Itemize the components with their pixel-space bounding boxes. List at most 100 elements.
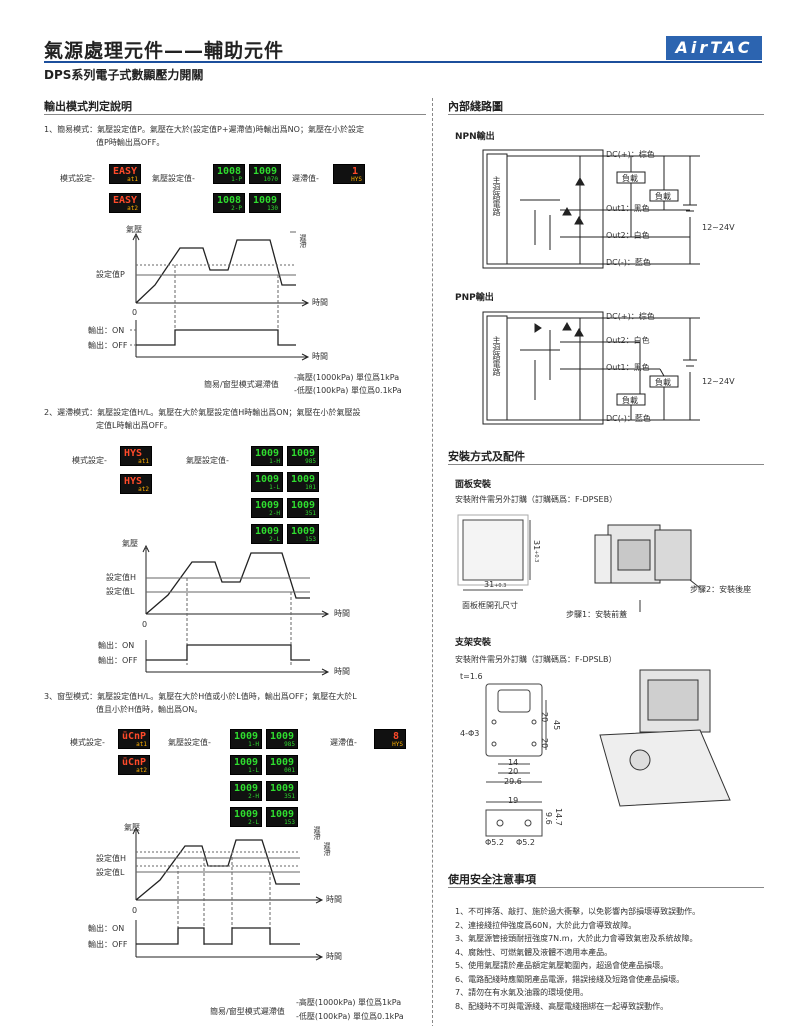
npn-load-1-label: 負載 [622, 174, 638, 183]
mode1-pressure-curve [135, 239, 296, 304]
bracket-phi-1: Φ5.2 [485, 838, 505, 847]
mode3-time-label: 時間 [326, 895, 342, 904]
pnp-circuit-box [482, 311, 604, 425]
panel-mount-title: 面板安裝 [455, 480, 492, 490]
bracket-holes: 4-Φ3 [460, 729, 480, 738]
pnp-dc-minus: DC(-)：藍色 [606, 414, 651, 423]
bracket-phi-2: Φ5.2 [516, 838, 536, 847]
mode3-out-on: 輸出：ON [88, 924, 125, 933]
safety-item: 1、不可摔落、敲打、施於過大衝擊，以免影響內部損壞導致誤動作。 [455, 907, 701, 916]
column-divider [432, 98, 433, 1026]
npn-voltage: 12~24V [702, 223, 735, 232]
section-title-install: 安裝方式及配件 [448, 450, 525, 463]
panel-step1: 步驟1：安裝前蓋 [566, 610, 628, 619]
pnp-out1: Out1：黑色 [606, 363, 650, 372]
mode2-mode-label: 模式設定- [72, 456, 107, 465]
mode3-hyst-label: 遲滯值- [330, 738, 357, 747]
mode1-note-title: 簡易/窗型模式遲滯值 [204, 380, 279, 389]
bracket-mount-desc: 安裝附件需另外訂購（訂購碼爲：F-DPSLB） [455, 655, 617, 664]
safety-item: 6、電路配綫時應關閉產品電源，錯誤接綫及短路會使產品損壞。 [455, 974, 685, 984]
safety-item: 4、腐蝕性、可燃氣體及液體不適用本產品。 [455, 947, 613, 957]
safety-item: 8、配綫時不可與電源綫、高壓電綫捆綁在一起導致誤動作。 [455, 1001, 669, 1011]
mode3-note-low: -低壓(100kPa) 單位爲0.1kPa [296, 1012, 404, 1021]
bracket-dim-20b: 20 [540, 738, 549, 749]
bracket-dim-45: 45 [552, 720, 561, 731]
mode3-note-title: 簡易/窗型模式遲滯值 [210, 1007, 285, 1016]
mode1-desc-line2: 值P時輸出爲OFF。 [96, 138, 165, 147]
mode3-desc-line2: 值且小於H值時，輸出爲ON。 [96, 705, 203, 714]
mode2-out-on: 輸出：ON [98, 641, 135, 650]
mode2-output-signal [146, 644, 310, 661]
safety-item: 7、請勿在有水氣及油霧的環境使用。 [455, 988, 589, 997]
bracket-mount-title: 支架安裝 [455, 638, 492, 648]
safety-item: 3、氣壓源管接頭耐扭強度7N.m，大於此力會導致氣密及系統故障。 [455, 934, 698, 943]
mode1-pressure-label: 氣壓設定值- [152, 174, 195, 183]
mode2-desc-line2: 定值L時輸出爲OFF。 [96, 421, 172, 430]
mode1-time-label-2: 時間 [312, 352, 328, 361]
npn-circuit-box [482, 149, 604, 269]
bracket-dim-20a: 20 [540, 712, 549, 723]
mode3-mode-label: 模式設定- [70, 738, 105, 747]
mode3-desc-line1: 3、窗型模式：氣壓設定值H/L。氣壓在大於H值或小於L值時，輸出爲OFF；氣壓在… [44, 692, 357, 701]
pnp-load-2-label: 負載 [622, 396, 638, 405]
mode1-out-off: 輸出：OFF [88, 341, 128, 350]
safety-item: 2、連接綫拉伸強度爲60N，大於此力會導致故障。 [455, 920, 637, 930]
mode2-seth-label: 設定值H [106, 573, 137, 582]
npn-out1: Out1：黑色 [606, 204, 650, 213]
mode2-time-label-2: 時間 [334, 667, 350, 676]
mode3-seth-label: 設定值H [96, 854, 127, 863]
npn-main-circuit: 主迴路電路 [492, 176, 501, 216]
mode3-axis-pressure: 氣壓 [124, 823, 140, 832]
mode3-out-off: 輸出：OFF [88, 940, 128, 949]
mode1-out-on: 輸出：ON [88, 326, 125, 335]
safety-item: 5、使用氣壓請於產品額定氣壓範圍內，超過會使產品損壞。 [455, 961, 669, 970]
mode2-desc-line1: 2、遲滯模式：氣壓設定值H/L。氣壓在大於氣壓設定值H時輸出爲ON；氣壓在小於氣… [44, 408, 361, 417]
mode1-note-high: -高壓(1000kPa) 單位爲1kPa [294, 373, 400, 382]
mode1-output-signal [136, 329, 296, 346]
bracket-dim-20c: 20 [508, 767, 519, 776]
bracket-mount-illustration [599, 669, 731, 807]
mode2-zero: 0 [142, 620, 148, 629]
bracket-dim-9: 9.6 [544, 812, 553, 825]
mode1-x-arrow [301, 299, 310, 307]
mode1-y-arrow [132, 232, 140, 241]
pnp-main-circuit: 主迴路電路 [492, 336, 501, 376]
mode1-hyst-label: 遲滯值- [292, 174, 319, 183]
panel-dim-width: 31+0.3 [484, 580, 507, 589]
mode3-hyst-mark-2: 遲滯 [323, 842, 331, 856]
section-title-safety: 使用安全注意事項 [448, 873, 536, 886]
mode1-time-label: 時間 [312, 298, 328, 307]
pnp-load-1-label: 負載 [655, 378, 671, 387]
mode3-time-label-2: 時間 [326, 952, 342, 961]
panel-cutout-label: 面板框開孔尺寸 [462, 601, 518, 610]
install-rule [448, 464, 764, 465]
mode1-mode-label: 模式設定- [60, 174, 95, 183]
pnp-title: PNP輸出 [455, 293, 494, 303]
circuit-rule [448, 114, 764, 115]
bracket-dim-29: 29.6 [504, 777, 522, 786]
mode2-out-off: 輸出：OFF [98, 656, 138, 665]
mode3-output-signal [136, 927, 300, 945]
mode1-axis-pressure: 氣壓 [126, 225, 142, 234]
page-title: 氣源處理元件——輔助元件 [44, 40, 285, 62]
